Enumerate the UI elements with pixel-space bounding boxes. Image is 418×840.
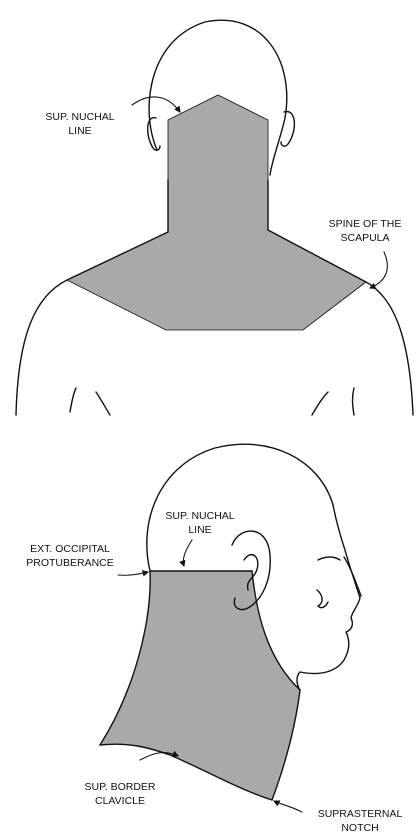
lateral-sup-nuchal-label-2: LINE xyxy=(188,524,211,536)
posterior-right-ear xyxy=(281,112,294,147)
posterior-spine-scapula-label-1: SPINE OF THE xyxy=(329,218,402,230)
posterior-right-back-line xyxy=(312,392,328,415)
lateral-ext-occipital-label-2: PROTUBERANCE xyxy=(26,557,114,569)
lateral-suprasternal-label-1: SUPRASTERNAL xyxy=(318,808,403,820)
lateral-suprasternal-arrow xyxy=(274,801,302,812)
posterior-sup-nuchal-arrow xyxy=(132,97,180,112)
lateral-ext-occipital-arrow xyxy=(118,572,148,575)
lateral-sup-nuchal-label-1: SUP. NUCHAL xyxy=(165,510,234,522)
posterior-shaded-region xyxy=(67,95,366,330)
posterior-spine-scapula-label-2: SCAPULA xyxy=(340,232,389,244)
posterior-sup-nuchal-label-2: LINE xyxy=(68,125,91,137)
posterior-view: SUP. NUCHAL LINE SPINE OF THE SCAPULA xyxy=(16,20,413,415)
lateral-ext-occipital-label-1: EXT. OCCIPITAL xyxy=(30,543,110,555)
posterior-left-arm-line xyxy=(70,388,76,412)
lateral-sup-nuchal-arrow xyxy=(183,540,192,566)
posterior-sup-nuchal-label-1: SUP. NUCHAL xyxy=(45,111,114,123)
posterior-spine-scapula-arrow xyxy=(370,252,387,288)
posterior-left-back-line xyxy=(96,392,110,415)
lateral-sup-border-clavicle-label-2: CLAVICLE xyxy=(95,795,145,807)
lateral-view: SUP. NUCHAL LINE EXT. OCCIPITAL PROTUBER… xyxy=(26,444,402,834)
lateral-ear-mark xyxy=(317,590,328,608)
posterior-right-arm-line xyxy=(353,388,355,415)
lateral-sup-border-clavicle-label-1: SUP. BORDER xyxy=(85,781,156,793)
lateral-eye xyxy=(318,557,340,560)
lateral-suprasternal-label-2: NOTCH xyxy=(341,822,378,834)
